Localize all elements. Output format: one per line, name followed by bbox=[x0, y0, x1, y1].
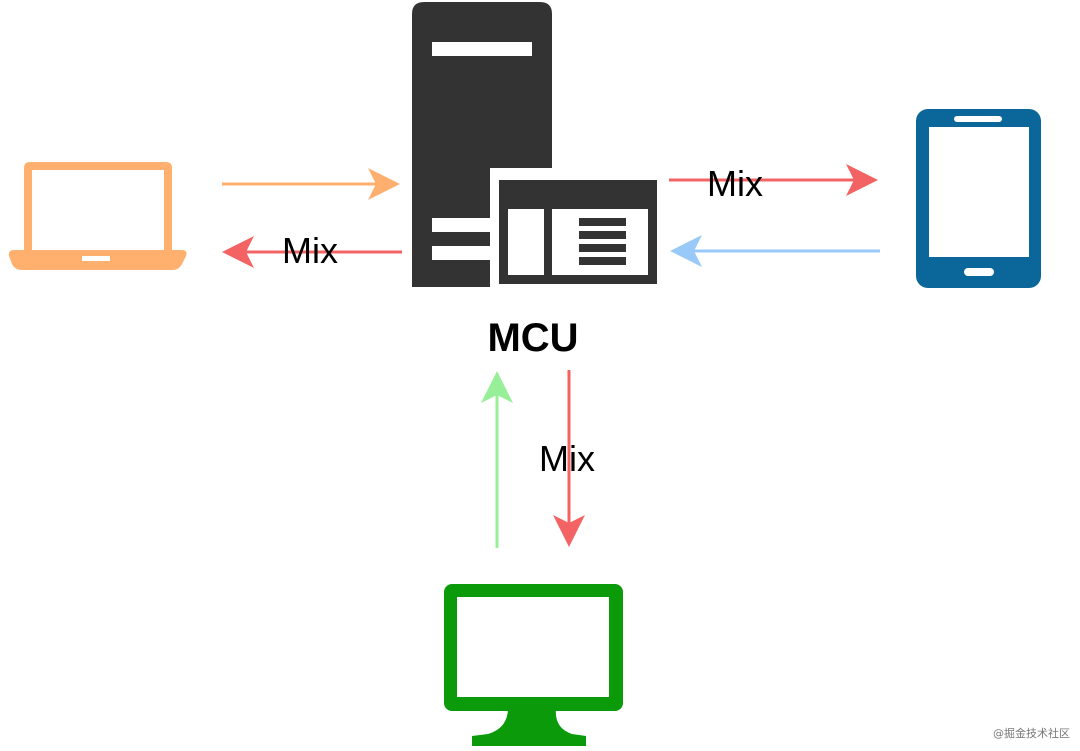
edge-mcu-to-monitor: Mix bbox=[539, 370, 595, 547]
edge-label-mix-phone: Mix bbox=[707, 163, 763, 204]
laptop-icon bbox=[8, 162, 187, 270]
edge-mcu-to-phone: Mix bbox=[669, 163, 878, 204]
edge-phone-to-mcu bbox=[670, 235, 880, 267]
edge-monitor-to-mcu bbox=[481, 371, 513, 548]
edge-label-mix-monitor: Mix bbox=[539, 438, 595, 479]
mcu-label: MCU bbox=[487, 316, 578, 360]
server-icon bbox=[412, 2, 657, 287]
smartphone-icon bbox=[916, 109, 1041, 288]
edge-mcu-to-laptop: Mix bbox=[222, 230, 402, 271]
edge-laptop-to-mcu bbox=[222, 168, 400, 200]
monitor-icon bbox=[444, 584, 623, 746]
edge-label-mix-laptop: Mix bbox=[282, 230, 338, 271]
watermark: @掘金技术社区 bbox=[993, 727, 1070, 740]
